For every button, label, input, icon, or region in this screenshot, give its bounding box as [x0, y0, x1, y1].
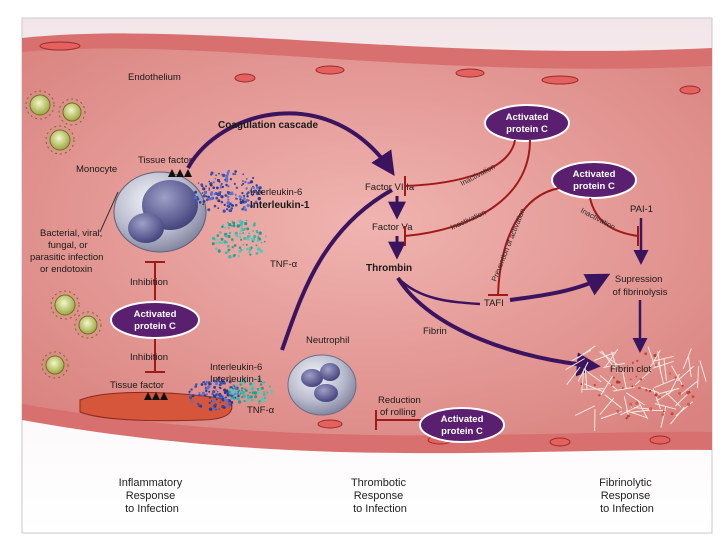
- factor-viiia-label: Factor VIIIa: [365, 182, 415, 193]
- thrombin-label: Thrombin: [366, 263, 412, 274]
- monocyte-label: Monocyte: [76, 164, 117, 175]
- svg-text:protein C: protein C: [134, 321, 176, 332]
- inhibition-top-label: Inhibition: [130, 277, 168, 288]
- neutrophil-label: Neutrophil: [306, 335, 349, 346]
- svg-text:protein C: protein C: [506, 124, 548, 135]
- fibrin-clot-label: Fibrin clot: [610, 364, 652, 375]
- svg-text:protein C: protein C: [573, 181, 615, 192]
- apc-bottom: Activated protein C: [420, 408, 504, 442]
- il1-top-label: Interleukin-1: [250, 200, 310, 211]
- tissue-factor-bottom-label: Tissue factor: [110, 380, 164, 391]
- tnf-bottom-label: TNF-α: [247, 405, 275, 416]
- tissue-factor-receptors-top: [168, 169, 192, 177]
- neutrophil-cell: [288, 355, 356, 415]
- il6-bottom-label: Interleukin-6: [210, 362, 262, 373]
- apc-left: Activated protein C: [111, 302, 199, 338]
- apc-right: Activated protein C: [552, 162, 636, 198]
- svg-text:Activated: Activated: [506, 112, 549, 123]
- caption-fibrinolytic: Fibrinolytic Response to Infection: [599, 477, 655, 515]
- svg-text:Activated: Activated: [441, 414, 484, 425]
- svg-text:Activated: Activated: [134, 309, 177, 320]
- svg-text:Activated: Activated: [573, 169, 616, 180]
- pai1-label: PAI-1: [630, 204, 653, 215]
- inhibition-bottom-label: Inhibition: [130, 352, 168, 363]
- tnf-top-label: TNF-α: [270, 259, 298, 270]
- vessel-lumen: [22, 48, 712, 435]
- caption-thrombotic: Thrombotic Response to Infection: [351, 477, 409, 515]
- tafi-label: TAFI: [484, 298, 504, 309]
- factor-va-label: Factor Va: [372, 222, 413, 233]
- coagulation-cascade-label: Coagulation cascade: [218, 120, 318, 131]
- fibrin-label: Fibrin: [423, 326, 447, 337]
- tissue-factor-receptors-bottom: [144, 392, 168, 400]
- caption-inflammatory: Inflammatory Response to Infection: [119, 477, 186, 515]
- tissue-factor-top-label: Tissue factor: [138, 155, 192, 166]
- il6-top-label: Interleukin-6: [250, 187, 302, 198]
- endothelium-label: Endothelium: [128, 72, 181, 83]
- svg-text:protein C: protein C: [441, 426, 483, 437]
- monocyte-cell: [114, 172, 206, 252]
- il1-bottom-label: Interleukin-1: [210, 374, 262, 385]
- apc-top-center: Activated protein C: [485, 105, 569, 141]
